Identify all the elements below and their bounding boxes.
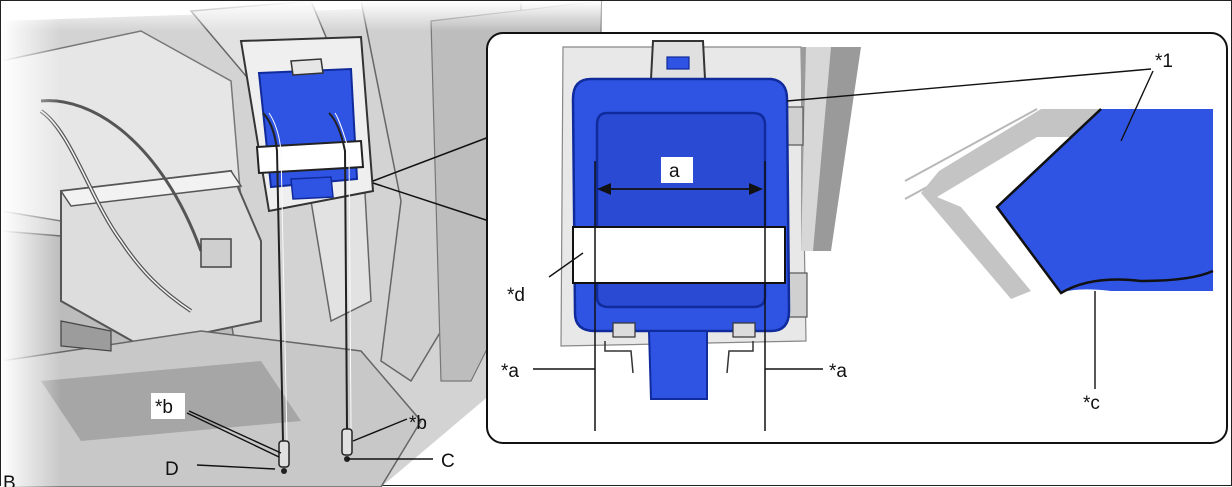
label-dimension-a: a <box>669 161 680 182</box>
callout-labels: a *1 *d *a *a *c *b *b C D B <box>3 51 1173 487</box>
wire-tip-left <box>281 468 287 474</box>
wire-left <box>262 112 284 442</box>
pipe-left-highlight <box>40 110 192 312</box>
wire-weight-left <box>278 440 290 468</box>
edge-view-gray-guide <box>921 109 1213 299</box>
wire-right-inner <box>334 112 352 430</box>
tape-band-large <box>572 226 786 284</box>
label-edge-c: *c <box>1083 393 1100 414</box>
edge-view-blue-part <box>997 109 1213 293</box>
dimension-arrow-a <box>597 183 763 195</box>
label-line-a-left: *a <box>501 361 519 382</box>
label-wire-b-right: *b <box>409 413 427 434</box>
overview-scene <box>1 1 602 487</box>
tank-top <box>59 170 243 207</box>
clip-block <box>200 238 232 268</box>
detail-inset <box>486 32 1228 444</box>
wire-left-inner <box>268 112 288 442</box>
tape-band-small <box>255 139 365 175</box>
label-part-1: *1 <box>1155 51 1173 72</box>
label-line-a-right: *a <box>829 361 847 382</box>
label-wire-end-c: C <box>441 451 455 472</box>
label-tape-d: *d <box>507 285 525 306</box>
zoom-connector <box>372 136 490 222</box>
label-corner-letter: B <box>3 473 16 487</box>
edge-view-outline <box>995 108 1214 295</box>
leader-lines <box>186 68 1154 470</box>
wire-right <box>328 112 348 430</box>
module-blue-small-top <box>290 58 324 76</box>
inset-clip-upper <box>786 106 804 146</box>
label-wire-end-d: D <box>165 459 179 480</box>
module-connector-small <box>290 176 334 200</box>
inset-clip-lower <box>788 272 808 318</box>
wire-weight-right <box>341 428 353 456</box>
edge-view <box>904 108 1214 299</box>
module-connector-large <box>647 330 708 400</box>
label-wire-b-left: *b <box>155 397 173 418</box>
